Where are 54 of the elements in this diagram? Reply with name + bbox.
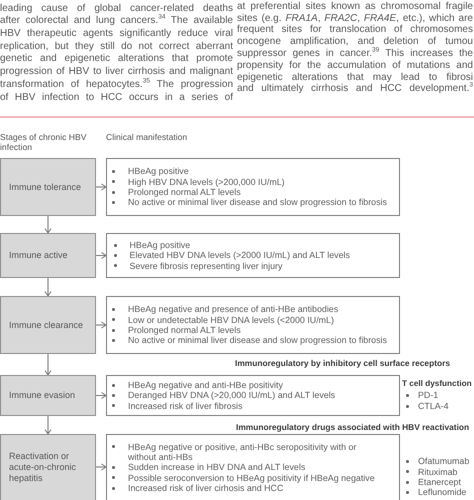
list-item: HBeAg positive: [128, 166, 189, 177]
stage-label: Immune tolerance: [9, 182, 82, 192]
list-item: No active or minimal liver disease and slow progression to fibrosis: [128, 197, 387, 208]
list-item: HBeAg negative and anti-HBe positivity: [128, 380, 283, 390]
stage-box: [0, 434, 96, 500]
list-item: Increased risk of liver cirhosis and HCC: [128, 482, 284, 494]
list-item: High HBV DNA levels (>200,000 IU/mL): [128, 176, 285, 187]
manifestation-box: [106, 233, 400, 278]
section-heading: Immunoregulatory by inhibitory cell surface receptors: [235, 358, 450, 368]
column-heading: Clinical manifestation: [106, 132, 188, 142]
list-item: Elevated HBV DNA levels (>2000 IU/mL) and ALT levels: [130, 250, 350, 261]
arrow: [44, 216, 52, 234]
stage-label: Immune evasion: [9, 390, 76, 401]
section-heading: Immunoregulatory drugs associated with HBV reactivation: [236, 422, 470, 432]
list-item: Sudden increase in HBV DNA and ALT levels: [128, 462, 306, 473]
arrow: [44, 416, 52, 434]
stage-box: [0, 233, 96, 278]
list-item: Deranged HBV DNA (>20,000 IU/mL) and ALT levels: [128, 390, 336, 401]
list-item: Low or undetectable HBV DNA levels (<2000 IU/mL): [128, 314, 334, 325]
list-item: HBeAg negative and presence of anti-HBe antibodies: [128, 304, 338, 315]
list-item: CTLA-4: [418, 401, 449, 412]
manifestation-box: [106, 434, 400, 500]
column-heading: Stages of chronic HBV infection: [0, 132, 88, 152]
stage-label: Reactivation or acute-on-chronic hepatitis: [9, 451, 78, 484]
arrow: [96, 252, 106, 259]
list-item: Severe fibrosis representing liver injury: [130, 260, 282, 271]
list-item: Rituximab: [418, 466, 458, 477]
manifestation-box: [106, 375, 400, 416]
stage-box: [0, 375, 96, 416]
list-item: PD-1: [418, 390, 438, 401]
list-item: HBeAg positive: [130, 240, 190, 250]
arrow: [96, 464, 106, 470]
list-item: No active or minimal liver disease and slow progression to fibrosis: [128, 335, 387, 346]
list-item: Increased risk of liver fibrosis: [128, 400, 242, 411]
list-item: Prolonged normal ALT levels: [128, 187, 241, 198]
list-item: Ofatumumab: [418, 456, 470, 466]
stage-box: [0, 296, 96, 354]
arrow: [96, 184, 106, 190]
stage-box: [0, 158, 96, 216]
list-item: Prolonged normal ALT levels: [128, 325, 241, 336]
manifestation-box: [106, 158, 400, 216]
stage-label: Immune active: [9, 250, 68, 261]
list-item: Etanercept: [418, 477, 461, 488]
list-item: Possible seroconversion to HBeAg positivity if HBeAg negative: [128, 472, 375, 483]
arrow: [44, 278, 52, 296]
body-paragraph: at preferential sites known as chromosomal fragile sites (e.g. FRA1A, FRA2C, FRA4E, etc.), which are frequent sites for translocation of chromosomes oncogene amplification, and deletion of tumou suppressor genes in cancer.$^{39}$ This increases the propensity for the accumulation of mutations and epigenetic alterations that may lead to fibrosi and ultimately cirrhosis and HCC development.$^{3}$: [237, 0, 473, 96]
arrow: [96, 392, 106, 399]
body-paragraph: leading cause of global cancer-related deaths after colorectal and lung cancers.$^{34}$ The available HBV therapeutic agents significantly reduce viral replication, but they still do not correct aberrant genetic and epigenetic alterations that promote progression of HBV to liver cirrhosis and malignant transformation of hepatocytes.$^{35}$ The progression of HBV infection to HCC occurs in a series of: [0, 2, 233, 104]
arrow: [44, 354, 52, 376]
stage-label: Immune clearance: [9, 320, 84, 330]
list-item: Leflunomide: [418, 487, 466, 498]
arrow: [96, 322, 106, 328]
list-item: HBeAg negative or positive, anti-HBc seropositivity with or without anti-HBs: [128, 442, 358, 462]
manifestation-box: [106, 296, 400, 354]
